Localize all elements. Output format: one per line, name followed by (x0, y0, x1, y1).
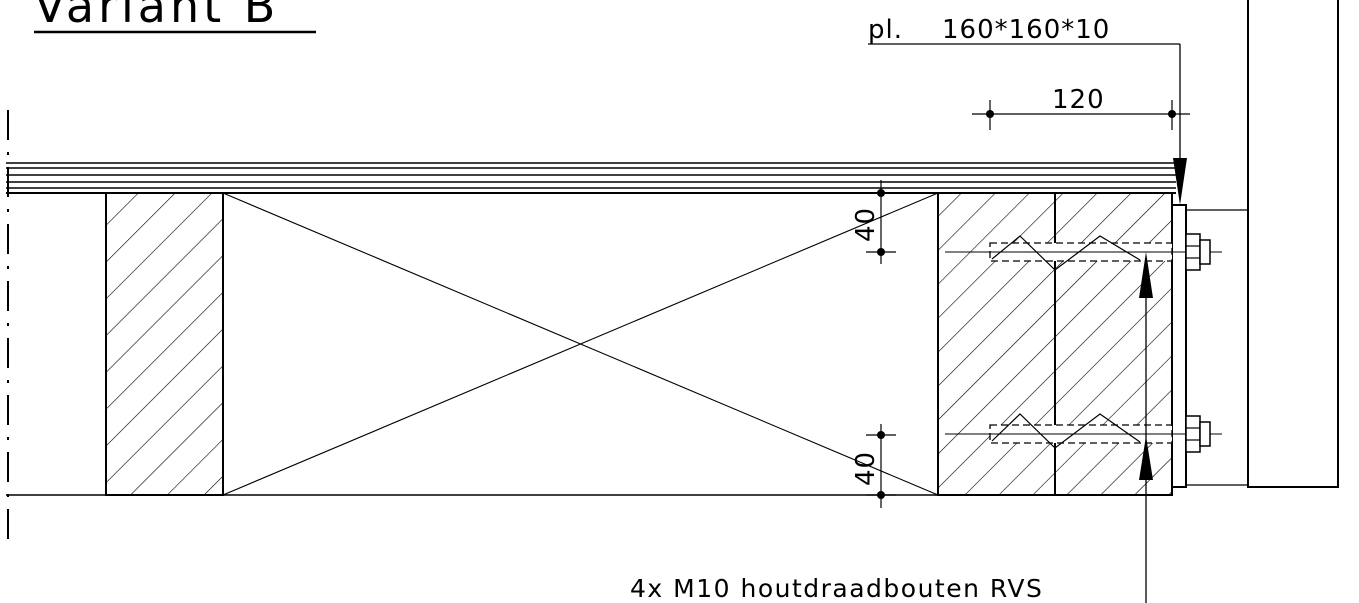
wall-column (1247, 0, 1339, 488)
deck-boards (6, 162, 1176, 194)
plate-arrowhead (1173, 158, 1187, 205)
dimension-40-bottom-label: 40 (851, 451, 881, 486)
dimension-40-top-label: 40 (851, 207, 881, 242)
dimension-40-top: 40 (851, 180, 896, 264)
cross-void (222, 192, 939, 496)
dimension-40-bottom: 40 (851, 424, 896, 508)
plate-label: pl. (868, 15, 903, 45)
right-beam-section-2 (1054, 192, 1173, 496)
title-group: Variant B (34, 0, 316, 34)
plate-leader: pl. 160*160*10 (868, 15, 1187, 205)
bolt-lower (945, 413, 1222, 453)
dimension-120: 120 (972, 85, 1190, 130)
bolt-arrowhead-upper (1139, 252, 1153, 298)
left-beam-section (105, 192, 224, 496)
dimension-120-label: 120 (1052, 85, 1105, 115)
right-beam-section-1 (937, 192, 1056, 496)
steel-plate (1171, 204, 1187, 488)
bolt-upper (945, 233, 1222, 271)
bolt-leader (1139, 252, 1153, 603)
plate-spec: 160*160*10 (942, 15, 1110, 45)
bolt-note: 4x M10 houtdraadbouten RVS (630, 574, 1043, 603)
bolt-arrowhead-lower (1139, 436, 1153, 480)
drawing-title: Variant B (34, 0, 279, 33)
